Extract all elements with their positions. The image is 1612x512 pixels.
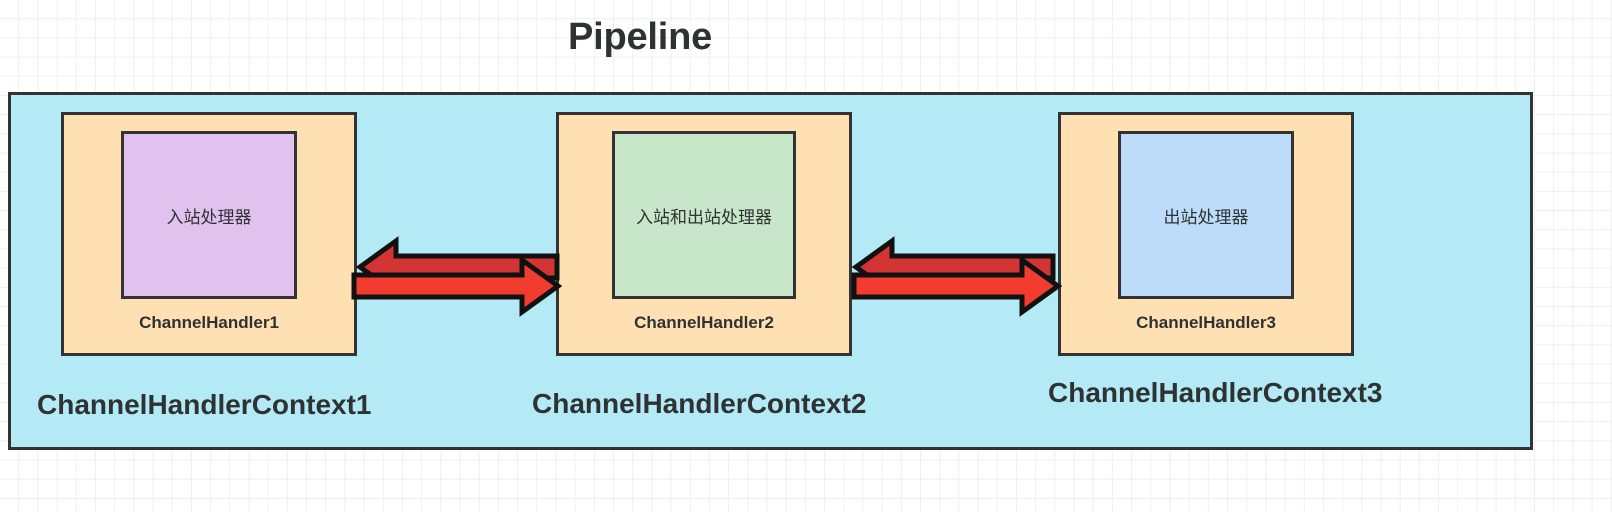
context-label-2: ChannelHandlerContext2 bbox=[532, 388, 867, 419]
outbound-handler-inner-box: 出站处理器 bbox=[1118, 131, 1294, 299]
handler-box-3[interactable]: 出站处理器 ChannelHandler3 bbox=[1058, 112, 1354, 356]
handler-label-1: ChannelHandler1 bbox=[139, 313, 279, 332]
context-label-1: ChannelHandlerContext1 bbox=[37, 389, 372, 420]
handler-label-2: ChannelHandler2 bbox=[634, 313, 774, 332]
page-title: Pipeline bbox=[567, 16, 713, 58]
context-label-3: ChannelHandlerContext3 bbox=[1048, 377, 1383, 408]
handler-box-2[interactable]: 入站和出站处理器 ChannelHandler2 bbox=[556, 112, 852, 356]
duplex-handler-inner-box: 入站和出站处理器 bbox=[612, 131, 796, 299]
handler-label-3: ChannelHandler3 bbox=[1136, 313, 1276, 332]
arrow-right-icon-handler1-to-handler2 bbox=[351, 255, 562, 317]
arrow-right-icon-handler2-to-handler3 bbox=[851, 255, 1062, 317]
handler-box-1[interactable]: 入站处理器 ChannelHandler1 bbox=[61, 112, 357, 356]
pipeline-container: 入站处理器 ChannelHandler1 入站和出站处理器 ChannelHa… bbox=[8, 92, 1533, 450]
inbound-handler-inner-box: 入站处理器 bbox=[121, 131, 297, 299]
